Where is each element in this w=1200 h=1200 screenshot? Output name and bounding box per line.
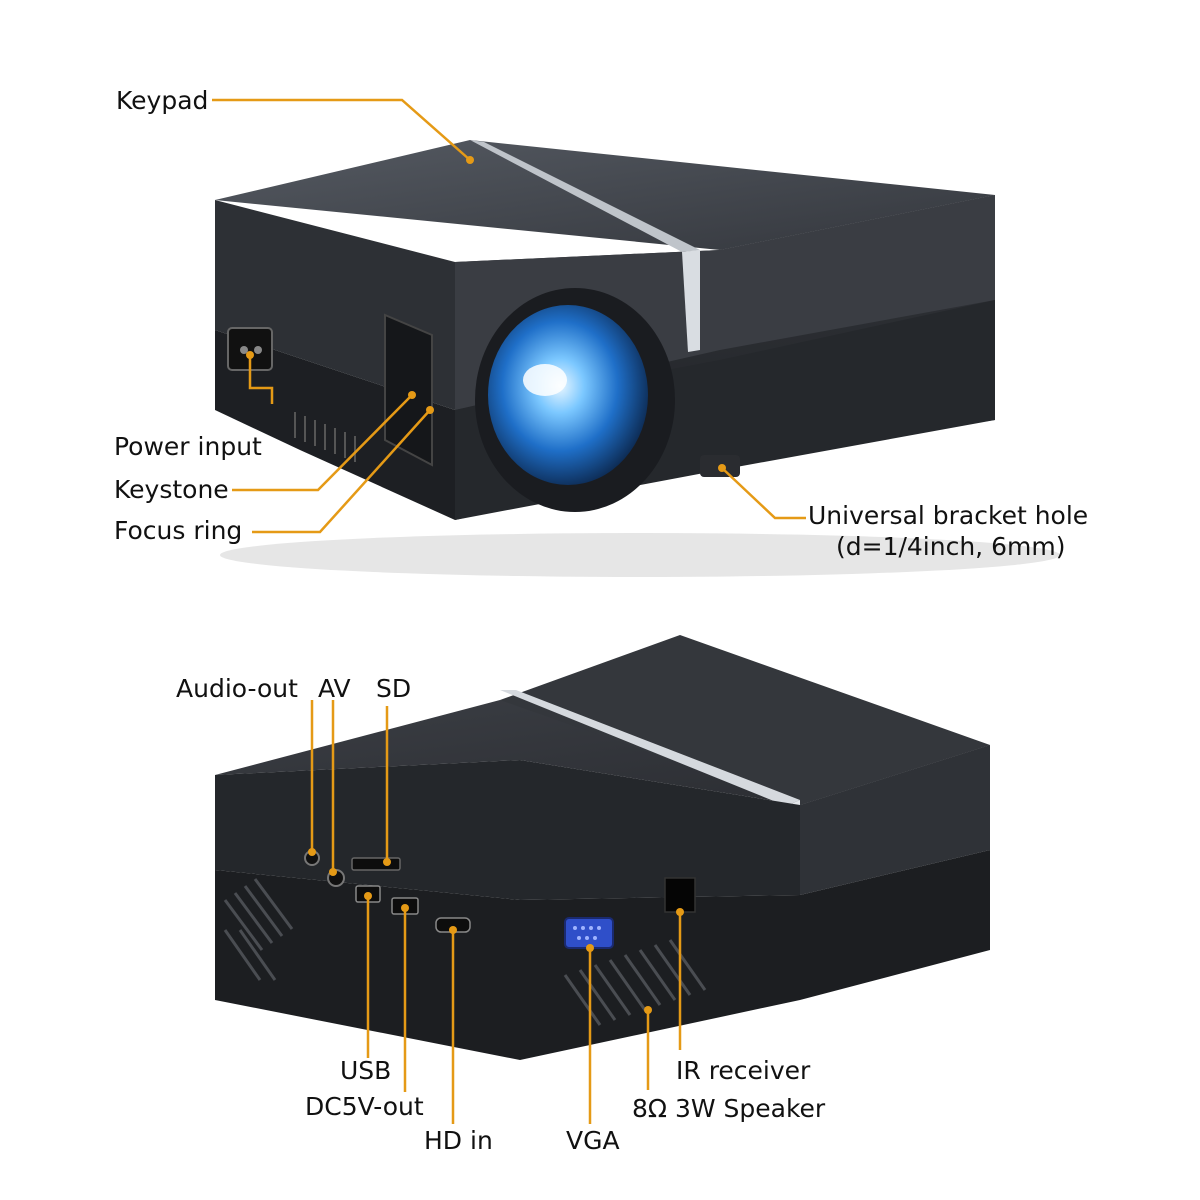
leader-lines-front xyxy=(212,98,806,534)
label-speaker: 8Ω 3W Speaker xyxy=(632,1094,826,1123)
label-bracket-hole-size: (d=1/4inch, 6mm) xyxy=(836,532,1066,561)
label-usb: USB xyxy=(340,1056,392,1085)
label-power-input: Power input xyxy=(114,432,262,461)
label-vga: VGA xyxy=(566,1126,620,1155)
label-keypad: Keypad xyxy=(116,86,209,115)
label-sd: SD xyxy=(376,674,412,703)
label-audio-out: Audio-out xyxy=(176,674,298,703)
label-focus-ring: Focus ring xyxy=(114,516,243,545)
label-ir-receiver: IR receiver xyxy=(676,1056,811,1085)
projector-front-view xyxy=(215,140,1060,577)
label-av: AV xyxy=(318,674,351,703)
label-hd-in: HD in xyxy=(424,1126,493,1155)
label-bracket-hole: Universal bracket hole xyxy=(808,501,1089,530)
projector-back-view xyxy=(215,635,990,1060)
label-dc5v-out: DC5V-out xyxy=(305,1092,424,1121)
label-keystone: Keystone xyxy=(114,475,229,504)
leader-lines-back xyxy=(310,700,682,1124)
